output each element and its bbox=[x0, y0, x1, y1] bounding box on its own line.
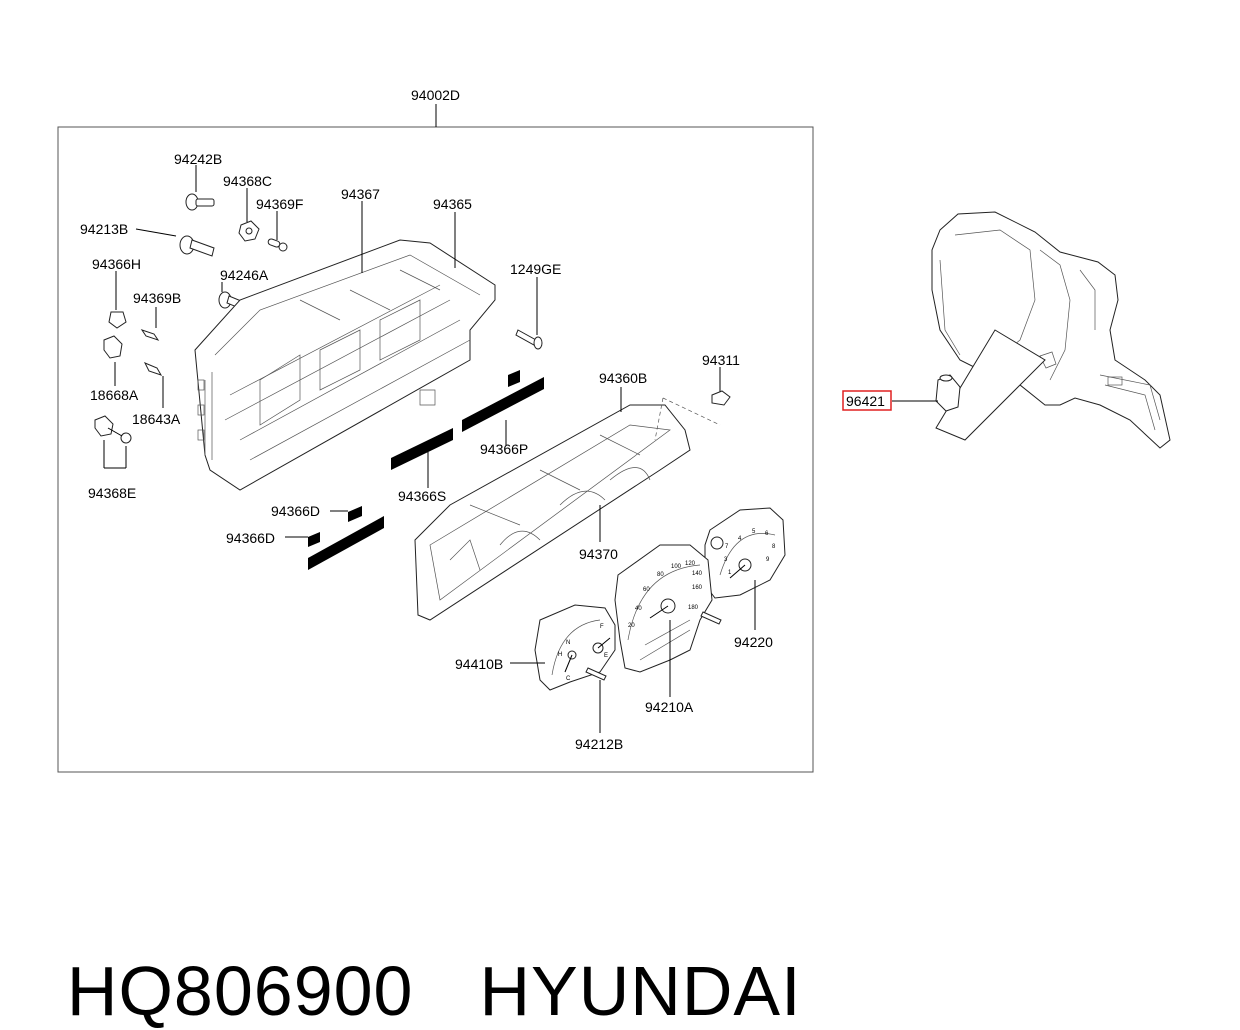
svg-text:120: 120 bbox=[685, 561, 696, 567]
svg-text:7: 7 bbox=[725, 544, 729, 550]
label-94246A: 94246A bbox=[220, 267, 269, 283]
clip-94311 bbox=[654, 367, 731, 441]
label-18643A: 18643A bbox=[132, 411, 181, 427]
grommet-94368C bbox=[238, 188, 260, 242]
svg-text:N: N bbox=[566, 640, 570, 646]
strip-94366S bbox=[391, 428, 453, 488]
screw-1249GE bbox=[515, 277, 543, 350]
gauge-94210A: 100 120 80 140 60 160 40 180 20 bbox=[614, 544, 722, 697]
bolt-94213B bbox=[135, 228, 215, 257]
svg-text:8: 8 bbox=[772, 544, 776, 550]
svg-text:140: 140 bbox=[692, 571, 703, 577]
label-94368C: 94368C bbox=[223, 173, 272, 189]
label-18668A: 18668A bbox=[90, 387, 139, 403]
svg-text:180: 180 bbox=[688, 605, 699, 611]
svg-text:F: F bbox=[600, 624, 604, 630]
svg-text:100: 100 bbox=[671, 564, 682, 570]
connector-94368E bbox=[94, 415, 132, 469]
label-94410B: 94410B bbox=[455, 656, 503, 672]
gauge-94410B: F E N H C bbox=[510, 604, 616, 733]
clip-94366H bbox=[108, 271, 127, 329]
label-94366P: 94366P bbox=[480, 441, 528, 457]
label-94366D-upper: 94366D bbox=[271, 503, 320, 519]
label-94366H: 94366H bbox=[92, 256, 141, 272]
label-94220: 94220 bbox=[734, 634, 773, 650]
label-94242B: 94242B bbox=[174, 151, 222, 167]
pin-94369B bbox=[140, 307, 160, 341]
svg-text:160: 160 bbox=[692, 585, 703, 591]
label-94366D-lower: 94366D bbox=[226, 530, 275, 546]
case-94367 bbox=[194, 239, 496, 491]
lens-94360B bbox=[414, 404, 691, 621]
label-94212B: 94212B bbox=[575, 736, 623, 752]
svg-text:3: 3 bbox=[724, 557, 728, 563]
svg-text:1: 1 bbox=[728, 570, 732, 576]
svg-text:9: 9 bbox=[766, 557, 770, 563]
sensor-96421 bbox=[935, 329, 1046, 441]
socket-18668A bbox=[103, 335, 123, 386]
svg-text:5: 5 bbox=[752, 529, 756, 535]
transmission-housing bbox=[931, 211, 1171, 449]
label-94210A: 94210A bbox=[645, 699, 694, 715]
svg-text:H: H bbox=[558, 652, 562, 658]
assembly-label: 94002D bbox=[411, 87, 460, 103]
highlight-box bbox=[842, 390, 892, 411]
svg-text:60: 60 bbox=[643, 587, 650, 593]
assembly-frame bbox=[57, 126, 814, 773]
label-94366S: 94366S bbox=[398, 488, 446, 504]
bulb-18643A bbox=[143, 362, 164, 408]
svg-text:4: 4 bbox=[738, 536, 742, 542]
pin-94369F bbox=[267, 211, 288, 252]
brand-name: HYUNDAI bbox=[479, 952, 802, 1030]
label-94213B: 94213B bbox=[80, 221, 128, 237]
svg-text:80: 80 bbox=[657, 572, 664, 578]
label-94367: 94367 bbox=[341, 186, 380, 202]
strip-94366D bbox=[285, 506, 384, 570]
svg-text:C: C bbox=[566, 676, 571, 682]
gauge-94220: 7 4 5 6 3 8 1 9 bbox=[704, 507, 786, 630]
svg-text:20: 20 bbox=[628, 623, 635, 629]
label-94369F: 94369F bbox=[256, 196, 303, 212]
svg-text:40: 40 bbox=[635, 606, 642, 612]
label-94370: 94370 bbox=[579, 546, 618, 562]
part-number: HQ806900 bbox=[66, 952, 414, 1030]
label-94369B: 94369B bbox=[133, 290, 181, 306]
label-1249GE: 1249GE bbox=[510, 261, 561, 277]
strip-94366P bbox=[462, 370, 544, 445]
svg-text:E: E bbox=[604, 653, 608, 659]
svg-text:6: 6 bbox=[765, 531, 769, 537]
label-94368E: 94368E bbox=[88, 485, 136, 501]
label-94365: 94365 bbox=[433, 196, 472, 212]
label-94360B: 94360B bbox=[599, 370, 647, 386]
bolt-94242B bbox=[185, 165, 215, 211]
label-94311: 94311 bbox=[702, 352, 740, 368]
highlighted-part-label: 96421 bbox=[846, 393, 885, 409]
